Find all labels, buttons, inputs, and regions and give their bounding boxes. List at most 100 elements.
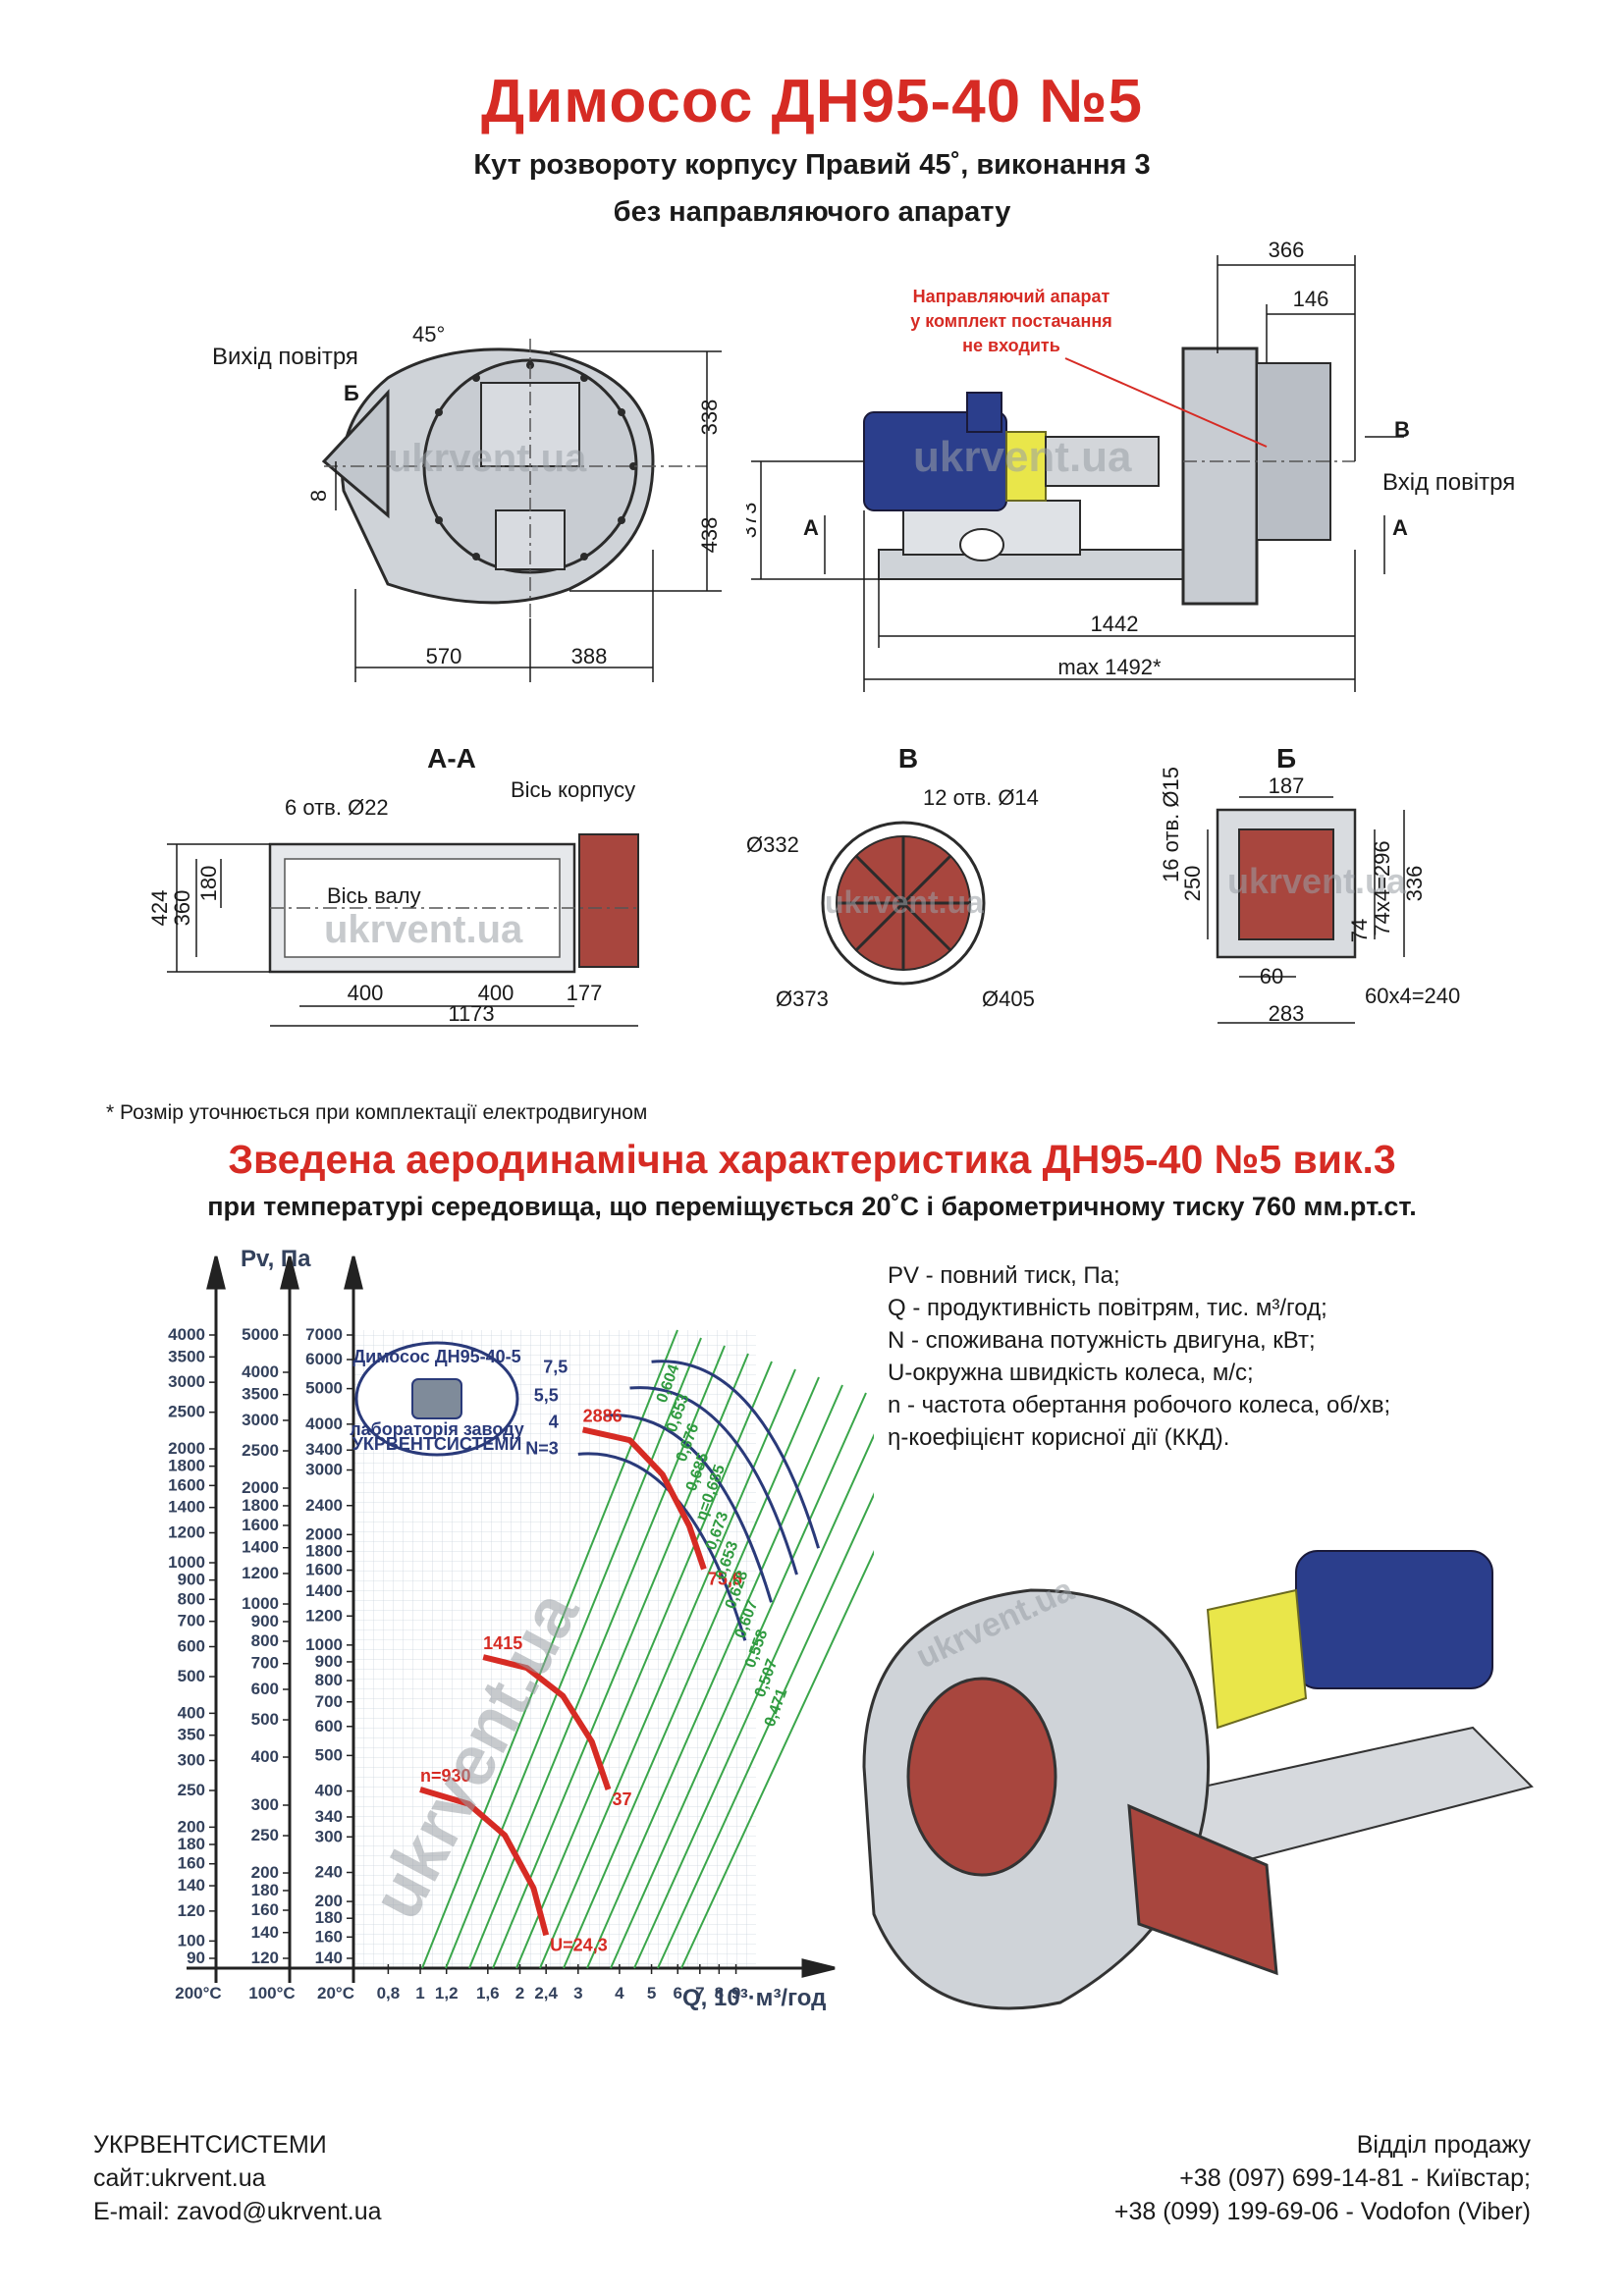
outlet-3d: [1127, 1803, 1278, 1976]
dim-338: 338: [697, 400, 722, 436]
y-tick-label: 1000: [305, 1635, 343, 1654]
page-title: Димосос ДН95-40 №5: [481, 68, 1143, 135]
dim-max-1492: max 1492*: [1057, 655, 1162, 679]
y-tick-label: 160: [251, 1900, 279, 1919]
x-tick-label: 3: [573, 1984, 582, 2002]
x-tick-label: 1: [415, 1984, 424, 2002]
dim-424: 424: [147, 890, 172, 927]
rpm-label: n=930: [420, 1766, 471, 1786]
flange-red-aa: [578, 833, 639, 968]
legend-u: U-окружна швидкість колеса, м/с;: [888, 1360, 1254, 1386]
y-tick-label: 7000: [305, 1325, 343, 1344]
legend-q: Q - продуктивність повітрям, тис. м³/год…: [888, 1295, 1327, 1321]
footer-email[interactable]: E-mail: zavod@ukrvent.ua: [93, 2198, 382, 2225]
inlet-3d: [906, 1677, 1057, 1877]
dim-180: 180: [196, 866, 221, 902]
dim-570: 570: [426, 644, 462, 668]
y-tick-label: 5000: [242, 1325, 279, 1344]
y-tick-label: 900: [178, 1571, 205, 1589]
efficiency-ray: [586, 1384, 843, 1969]
y-tick-label: 2500: [168, 1403, 205, 1421]
badge-line-1: Димосос ДН95-40-5: [352, 1347, 520, 1366]
section-b-drawing: Б ukrvent.ua 187 16 отв. Ø15 250 74x4=29…: [1159, 743, 1460, 1026]
aa-holes: 6 отв. Ø22: [285, 795, 389, 820]
note-line-2: у комплект постачання: [910, 311, 1112, 331]
efficiency-ray: [468, 1345, 726, 1969]
dim-8: 8: [306, 490, 331, 502]
section-b-title: Б: [1276, 743, 1296, 774]
power-label: N=3: [525, 1438, 559, 1458]
y-tick-label: 500: [315, 1745, 343, 1764]
x-tick-label: 8: [715, 1984, 724, 2002]
y-tick-label: 180: [251, 1881, 279, 1899]
y-tick-label: 3000: [168, 1372, 205, 1391]
dim-74x4: 74x4=296: [1370, 840, 1394, 935]
chart-legend: PV - повний тиск, Па; Q - продуктивність…: [888, 1259, 1390, 1454]
power-label: 5,5: [534, 1386, 559, 1406]
badge-line-3: УКРВЕНТСИСТЕМИ: [352, 1434, 522, 1454]
y-tick-label: 140: [315, 1949, 343, 1967]
axis-temp-20: 20°C: [317, 1984, 354, 2002]
rpm-curve: [482, 1654, 612, 1790]
section-aa-title: А-А: [427, 743, 476, 774]
y-tick-label: 1600: [168, 1475, 205, 1494]
efficiency-ray: [515, 1361, 773, 1969]
aa-shaft-axis: Вісь валу: [327, 883, 421, 908]
y-tick-label: 600: [315, 1717, 343, 1735]
outlet-flange: [321, 389, 390, 519]
x-tick-label: 4: [615, 1984, 624, 2002]
footer-sales-title: Відділ продажу: [1356, 2131, 1531, 2159]
y-tick-label: 500: [251, 1710, 279, 1729]
y-tick-label: 2000: [168, 1439, 205, 1458]
front-watermark: ukrvent.ua: [388, 437, 587, 480]
rpm-label: 2886: [583, 1406, 623, 1425]
section-mark-a-left: А: [803, 515, 819, 540]
chart-section-title: Зведена аеродинамічна характеристика ДН9…: [228, 1137, 1396, 1182]
y-tick-label: 200: [315, 1892, 343, 1910]
fan-3d-illustration: ukrvent.ua: [862, 1550, 1534, 2010]
section-mark-v: В: [1394, 417, 1410, 442]
motor-3d: [1295, 1550, 1493, 1689]
footer-phone-2[interactable]: +38 (099) 199-69-06 - Vodofon (Viber): [1113, 2198, 1531, 2225]
x-tick-label: 9: [731, 1984, 740, 2002]
footer-company: УКРВЕНТСИСТЕМИ: [93, 2131, 327, 2159]
outlet-flange-red: [1238, 828, 1334, 940]
b-holes: 16 отв. Ø15: [1159, 767, 1183, 882]
y-tick-label: 4000: [305, 1415, 343, 1433]
y-tick-label: 700: [178, 1612, 205, 1630]
footer-site[interactable]: сайт:ukrvent.ua: [93, 2164, 266, 2192]
y-tick-label: 800: [251, 1631, 279, 1650]
x-tick-label: 6: [674, 1984, 682, 2002]
side-view-drawing: ukrvent.ua Направляючий апарат у комплек…: [746, 238, 1410, 692]
y-tick-label: 4000: [168, 1325, 205, 1344]
power-label: 4: [549, 1412, 559, 1431]
y-tick-label: 900: [251, 1612, 279, 1630]
y-tick-label: 250: [251, 1826, 279, 1844]
dim-146: 146: [1293, 287, 1329, 311]
section-v-title: В: [898, 743, 918, 774]
y-tick-label: 200: [251, 1863, 279, 1882]
y-tick-label: 350: [178, 1726, 205, 1744]
dim-74: 74: [1347, 919, 1372, 942]
y-tick-label: 3500: [242, 1385, 279, 1404]
y-tick-label: 140: [178, 1876, 205, 1895]
efficiency-ray: [492, 1353, 749, 1969]
note-line-3: не входить: [962, 336, 1060, 355]
y-tick-label: 400: [251, 1747, 279, 1766]
footer-phone-1[interactable]: +38 (097) 699-14-81 - Київстар;: [1179, 2164, 1531, 2192]
y-tick-label: 1400: [242, 1538, 279, 1557]
y-tick-label: 180: [315, 1908, 343, 1927]
aerodynamic-chart: Pv, Па Q, 10³·м³/год 200°C 100°C 20°C 90…: [168, 1246, 874, 2011]
y-tick-label: 700: [251, 1654, 279, 1673]
x-tick-label: 2: [515, 1984, 524, 2002]
dim-336: 336: [1402, 866, 1427, 902]
y-tick-label: 1000: [168, 1553, 205, 1572]
dim-1442: 1442: [1091, 612, 1139, 636]
section-mark-a-right: А: [1392, 515, 1408, 540]
d373: Ø373: [776, 987, 829, 1011]
footer-sales: Відділ продажу +38 (097) 699-14-81 - Киї…: [1114, 2128, 1531, 2228]
power-curve: [604, 1414, 773, 1603]
dim-438: 438: [697, 517, 722, 554]
y-tick-label: 500: [178, 1667, 205, 1685]
y-tick-label: 4000: [242, 1362, 279, 1381]
